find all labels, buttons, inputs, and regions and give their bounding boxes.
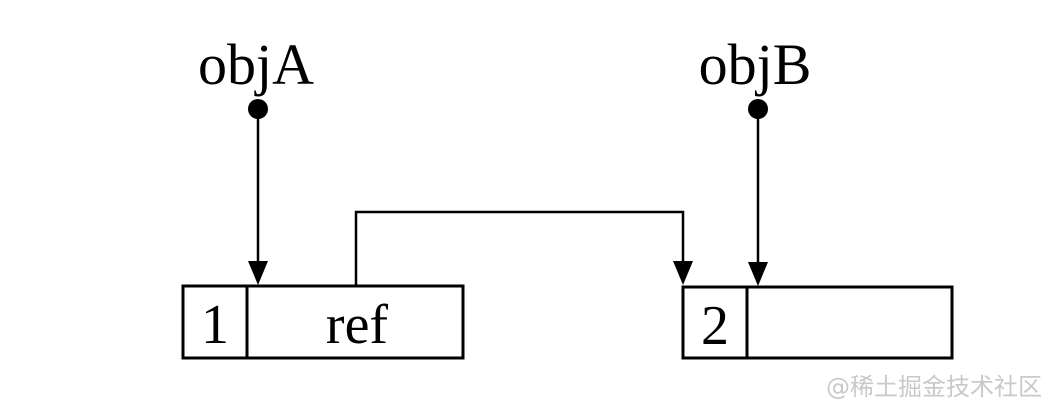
box-listA-outline [181, 284, 465, 360]
watermark: @稀土掘金技术社区 [826, 373, 1042, 401]
ref-connector-path [354, 210, 685, 286]
variable-objB: objB [699, 32, 812, 286]
box-listB-id-cell: 2 [701, 295, 729, 357]
ref-to-listB-connector [354, 210, 693, 286]
objB-arrow-head [748, 262, 768, 286]
objA-label: objA [198, 32, 314, 97]
ref-connector-arrow-head [673, 261, 693, 285]
objB-label: objB [699, 32, 812, 97]
objA-arrow-head [248, 261, 268, 285]
box-listA-ref-cell: ref [326, 294, 389, 356]
variable-objA: objA [198, 32, 314, 285]
box-listA: 1 ref [181, 284, 465, 360]
box-listB-outline [681, 285, 954, 360]
box-listB: 2 [681, 285, 954, 360]
box-listA-id-cell: 1 [201, 294, 229, 356]
